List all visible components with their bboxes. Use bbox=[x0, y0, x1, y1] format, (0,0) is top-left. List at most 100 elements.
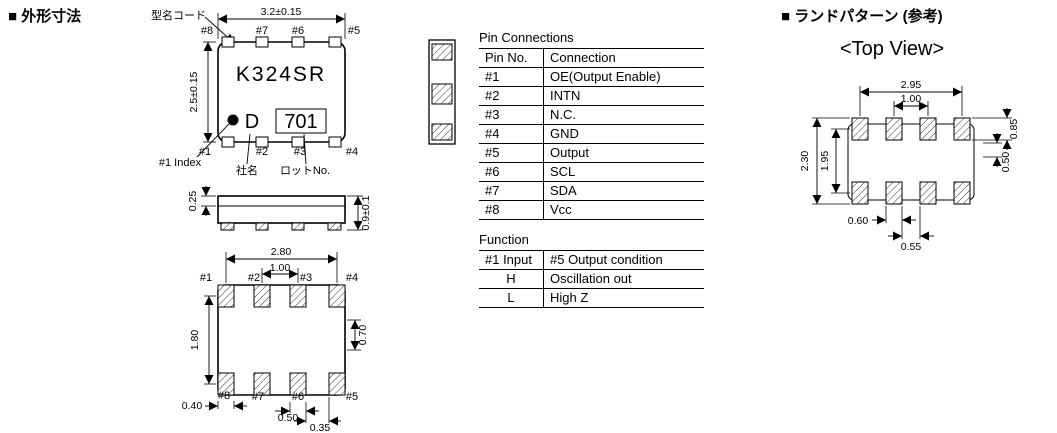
dim-pitch-x-text: 1.00 bbox=[270, 262, 291, 274]
table-header-row: Pin No. Connection bbox=[479, 48, 704, 68]
pin-connection: Output bbox=[543, 143, 704, 163]
pin-no: #2 bbox=[479, 86, 544, 106]
output-condition: Oscillation out bbox=[543, 269, 704, 289]
dim-land-span-y-outer-text: 2.30 bbox=[799, 151, 811, 172]
dim-span-y: 1.80 bbox=[189, 295, 216, 385]
dim-land-span-x-text: 2.95 bbox=[901, 79, 922, 91]
lot-label: ロットNo. bbox=[280, 165, 330, 177]
pin-label: #3 bbox=[294, 146, 306, 158]
marking-lot-code: 701 bbox=[284, 111, 317, 133]
dim-span-x-text: 2.80 bbox=[271, 246, 292, 258]
dim-pad-len-text: 0.70 bbox=[357, 325, 369, 346]
pin-no: #8 bbox=[479, 200, 544, 220]
dim-corner-pad: 0.40 bbox=[182, 400, 247, 412]
land-pads bbox=[851, 117, 971, 205]
pin-label: #4 bbox=[346, 272, 358, 284]
dim-span-x: 2.80 bbox=[225, 246, 338, 283]
pin1-index-dot bbox=[227, 114, 239, 126]
dim-land-span-y-inner: 1.95 bbox=[819, 128, 850, 194]
land-pattern-section-title: ■ ランドパターン (参考) bbox=[781, 8, 943, 25]
pin-label: #8 bbox=[218, 390, 230, 402]
bottom-pads bbox=[217, 284, 346, 396]
pin-label: #3 bbox=[300, 272, 312, 284]
pin-label: #7 bbox=[256, 25, 268, 37]
package-side-view: 0.25 0.9±0.1 bbox=[187, 186, 372, 231]
col-header: #1 Input bbox=[479, 250, 544, 270]
pin-label: #4 bbox=[346, 146, 358, 158]
company-label: 社名 bbox=[236, 163, 258, 177]
pin-connection: INTN bbox=[543, 86, 704, 106]
dim-corner-pad-text: 0.40 bbox=[182, 400, 203, 412]
dim-land-pad-gap-text: 0.55 bbox=[901, 241, 922, 253]
company-leader bbox=[246, 133, 251, 165]
lot-leader bbox=[303, 133, 307, 165]
pin-label: #7 bbox=[252, 391, 264, 403]
dim-land-pad-gap: 0.55 bbox=[888, 206, 934, 253]
dim-land-span-y-outer: 2.30 bbox=[799, 117, 850, 205]
dim-land-offset-y: 0.50 bbox=[983, 133, 1012, 172]
pin-label: #1 bbox=[199, 146, 211, 158]
dim-body-width-text: 3.2±0.15 bbox=[261, 6, 302, 18]
pin-connection: N.C. bbox=[543, 105, 704, 125]
marking-company-code: D bbox=[245, 111, 259, 133]
col-header: Pin No. bbox=[479, 48, 544, 68]
lot-code-box bbox=[275, 108, 327, 134]
pin-no: #1 bbox=[479, 67, 544, 87]
land-package-outline bbox=[847, 123, 975, 201]
land-pattern-view: 2.95 1.00 2.30 1.95 0.85 bbox=[799, 79, 1020, 253]
pin-no: #5 bbox=[479, 143, 544, 163]
pin-label: #5 bbox=[348, 25, 360, 37]
dim-pad-gap-text: 0.35 bbox=[310, 422, 331, 433]
model-code-label: 型名コード bbox=[151, 8, 206, 22]
dim-land-span-x: 2.95 bbox=[859, 79, 963, 116]
pin-no: #7 bbox=[479, 181, 544, 201]
dim-lid: 0.25 bbox=[187, 186, 216, 216]
pin-connection: OE(Output Enable) bbox=[543, 67, 704, 87]
package-profile-view bbox=[428, 39, 456, 145]
col-header: Connection bbox=[543, 48, 704, 68]
dim-body-height-text: 2.5±0.15 bbox=[188, 71, 200, 112]
output-condition: High Z bbox=[543, 288, 704, 308]
pin-no: #3 bbox=[479, 105, 544, 125]
dim-land-pitch-x: 1.00 bbox=[893, 93, 929, 116]
dim-land-pad-w-text: 0.60 bbox=[848, 215, 869, 227]
outline-section-title: ■ 外形寸法 bbox=[8, 8, 82, 25]
package-castellations bbox=[221, 36, 342, 148]
pin-connection: SCL bbox=[543, 162, 704, 182]
dim-span-y-text: 1.80 bbox=[189, 330, 201, 351]
dim-land-pad-w: 0.60 bbox=[848, 206, 916, 227]
dim-land-pad-len-text: 0.85 bbox=[1008, 119, 1020, 140]
dim-lid-text: 0.25 bbox=[187, 191, 199, 212]
col-header: #5 Output condition bbox=[543, 250, 704, 270]
pin-connection: Vcc bbox=[543, 200, 704, 220]
dim-land-span-y-inner-text: 1.95 bbox=[819, 151, 831, 172]
dim-total-height: 0.9±0.1 bbox=[347, 195, 372, 230]
package-bottom-view: 2.80 1.00 1.80 0.70 0.40 bbox=[182, 246, 369, 433]
pin-label: #5 bbox=[346, 391, 358, 403]
pin-label: #6 bbox=[292, 391, 304, 403]
pin-label: #8 bbox=[201, 25, 213, 37]
dim-body-width: 3.2±0.15 bbox=[217, 6, 346, 39]
dim-pad-gap: 0.35 bbox=[294, 397, 341, 433]
pin-label: #2 bbox=[248, 272, 260, 284]
marking-model: K324SR bbox=[236, 63, 326, 86]
side-body bbox=[217, 195, 346, 224]
pin-connections-title: Pin Connections bbox=[479, 30, 574, 45]
input-level: L bbox=[479, 288, 544, 308]
pin-label: #2 bbox=[256, 146, 268, 158]
pin-connection: GND bbox=[543, 124, 704, 144]
package-outline bbox=[217, 41, 346, 143]
input-level: H bbox=[479, 269, 544, 289]
